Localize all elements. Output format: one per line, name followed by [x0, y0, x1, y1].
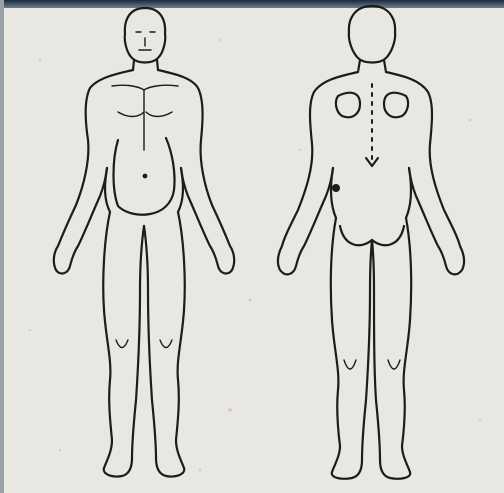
front-torso-left: [105, 168, 110, 212]
back-left-elbow-mark: [332, 184, 340, 192]
front-collar: [112, 85, 178, 90]
front-left-arm: [54, 70, 133, 273]
paper-speckle: [29, 39, 481, 471]
front-head: [125, 8, 165, 63]
back-left-arm: [278, 72, 358, 274]
front-torso-right: [178, 168, 183, 212]
back-calves: [344, 360, 400, 369]
front-right-leg: [144, 212, 185, 477]
back-left-leg: [331, 218, 372, 479]
front-left-leg: [103, 212, 144, 477]
front-navel: [143, 174, 148, 179]
back-left-scapula: [336, 93, 360, 118]
back-figure: [278, 6, 464, 479]
back-right-scapula: [384, 93, 408, 118]
front-chest: [118, 90, 172, 150]
back-torso-right: [406, 168, 411, 218]
front-figure: [54, 8, 234, 477]
back-torso-left: [331, 168, 336, 218]
back-right-leg: [372, 218, 411, 479]
back-right-arm: [386, 72, 464, 274]
front-right-arm: [158, 70, 234, 273]
back-head: [349, 6, 395, 63]
front-eyes: [136, 32, 155, 50]
front-knees: [116, 340, 172, 348]
